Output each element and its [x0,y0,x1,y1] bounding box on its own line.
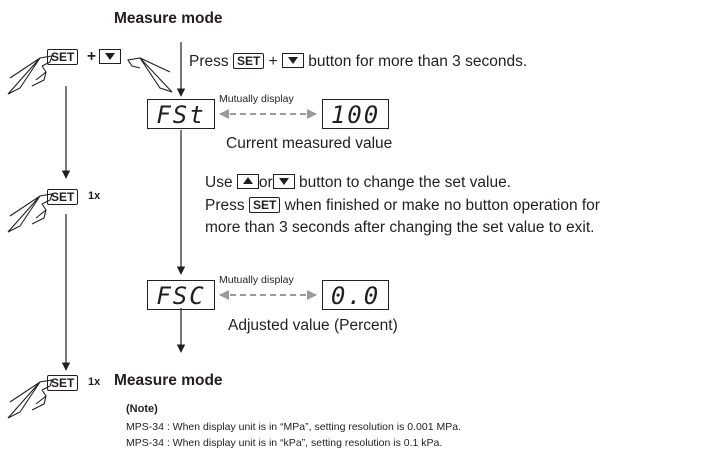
note-line-1: MPS-34 : When display unit is in “MPa”, … [126,421,461,433]
down-triangle-key-icon [99,49,121,64]
measure-mode-label: Measure mode [114,372,223,389]
press-count: 1x [88,190,101,202]
hand-press-icon [7,55,53,95]
set-key: SET [47,49,79,65]
down-triangle-key-icon [272,174,295,189]
hand-press-icon [7,193,53,233]
display-caption: Adjusted value (Percent) [228,317,398,334]
up-triangle-key-icon [236,174,259,189]
instruction-line-3: more than 3 seconds after changing the s… [205,219,595,236]
set-key: SET [47,375,79,391]
lcd-display-code: FSC [147,280,215,310]
display-caption: Current measured value [226,135,393,152]
mutual-display-label: Mutually display [219,274,294,286]
set-key: SET [47,189,79,205]
hand-press-icon [127,57,173,93]
note-heading: (Note) [126,403,158,415]
plus-sign: + [87,48,97,65]
step1-instruction: Press SET + button for more than 3 secon… [189,53,528,70]
page-title: Measure mode [114,10,223,27]
hand-press-icon [7,379,53,419]
press-count: 1x [88,376,101,388]
lcd-display-value: 0.0 [322,280,389,310]
set-key: SET [248,197,281,213]
mutual-display-label: Mutually display [219,93,294,105]
down-triangle-key-icon [281,53,304,68]
note-line-2: MPS-34 : When display unit is in “kPa”, … [126,437,443,449]
lcd-display-value: 100 [322,99,389,129]
lcd-display-code: FSt [147,99,215,129]
set-key: SET [232,53,265,69]
instruction-line-2: Press SET when finished or make no butto… [205,197,600,214]
instruction-line-1: Use or button to change the set value. [205,174,511,191]
